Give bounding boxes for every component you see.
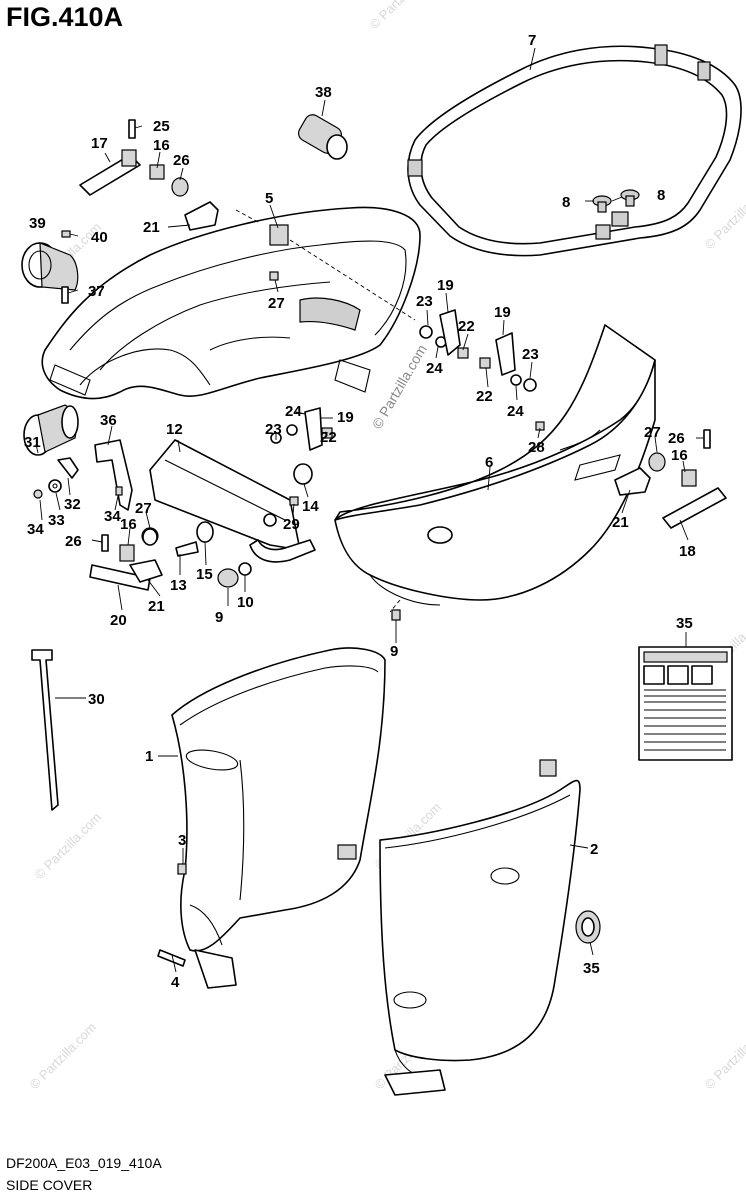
callout-38: 39	[29, 215, 46, 232]
part-12-bracket	[149, 439, 316, 563]
callout-31: 34	[27, 521, 44, 538]
callout-22: 22	[458, 318, 475, 335]
callout-5: 5	[265, 190, 273, 207]
part-5-rear-cover	[41, 206, 421, 400]
callout-24-c: 24	[285, 403, 302, 420]
part-8-caps	[592, 189, 640, 213]
figure-title: FIG.410A	[6, 2, 124, 32]
callout-27: 27	[268, 295, 285, 312]
part-28-grommet	[23, 404, 79, 456]
callout-14: 14	[302, 498, 319, 515]
callout-22-c: 22	[320, 429, 337, 446]
callout-28: 31	[24, 434, 41, 451]
callout-2: 2	[590, 841, 598, 858]
callout-32: 30	[88, 691, 105, 708]
callout-16-b: 16	[120, 516, 137, 533]
callout-8-b: 8	[657, 187, 665, 204]
callout-34: 34	[104, 508, 121, 525]
callout-4: 4	[171, 974, 180, 991]
part-38-grommet	[21, 242, 79, 291]
part-37-grommet	[298, 114, 348, 160]
part-2-right-lower-cover	[379, 759, 581, 1096]
callout-24-b: 24	[507, 403, 524, 420]
watermark: © Partzilla.com	[367, 0, 440, 32]
watermark: © Partzilla.com	[27, 1020, 100, 1093]
callout-7: 7	[528, 32, 536, 49]
part-7-seal	[407, 44, 742, 257]
callout-26: 26	[173, 152, 190, 169]
callout-26-c: 27	[644, 424, 661, 441]
callout-21-c: 21	[612, 514, 629, 531]
part-35-grommet	[575, 910, 601, 944]
part-32-cable-tie	[31, 649, 59, 811]
callout-1: 1	[145, 748, 153, 765]
part-1-left-lower-cover	[171, 647, 386, 989]
callout-40: 40	[91, 229, 108, 246]
callout-21-b: 21	[148, 598, 165, 615]
callout-36: 35	[676, 615, 693, 632]
diagram-code: DF200A_E03_019_410A	[6, 1155, 162, 1171]
callout-11: 10	[237, 594, 254, 611]
diagram-name: SIDE COVER	[6, 1177, 93, 1193]
callout-8: 8	[562, 194, 570, 211]
part-6-right-cover	[334, 324, 656, 606]
callout-19-c: 19	[337, 409, 354, 426]
callout-27-c: 29	[283, 516, 300, 533]
callout-25: 25	[153, 118, 170, 135]
callout-30: 33	[48, 512, 65, 529]
callout-29: 32	[64, 496, 81, 513]
callout-3: 3	[178, 832, 186, 849]
callout-13: 13	[170, 577, 187, 594]
callout-37: 38	[315, 84, 332, 101]
watermark-center: © Partzilla.com	[369, 342, 430, 432]
callout-6: 6	[485, 454, 493, 471]
callout-21: 21	[143, 219, 160, 236]
callout-26-b: 27	[135, 500, 152, 517]
small-hardware	[33, 119, 727, 967]
callout-23-c: 23	[265, 421, 282, 438]
watermark: © Partzilla.com	[702, 1020, 746, 1093]
callout-35: 35	[583, 960, 600, 977]
callout-18: 18	[679, 543, 696, 560]
callout-23: 23	[416, 293, 433, 310]
callout-23-b: 23	[522, 346, 539, 363]
callout-24: 24	[426, 360, 443, 377]
callout-19: 19	[437, 277, 454, 294]
callout-9: 9	[390, 643, 398, 660]
callout-27-b: 28	[528, 439, 545, 456]
callout-22-b: 22	[476, 388, 493, 405]
callout-25-b: 26	[65, 533, 82, 550]
callout-16-c: 16	[671, 447, 688, 464]
callout-39: 37	[88, 283, 105, 300]
callout-16: 16	[153, 137, 170, 154]
callout-15: 15	[196, 566, 213, 583]
watermark: © Partzilla.com	[32, 810, 105, 883]
leader-lines	[35, 47, 704, 973]
callout-33: 36	[100, 412, 117, 429]
part-36-caution-label	[638, 646, 733, 761]
callout-10: 9	[215, 609, 223, 626]
callout-12: 12	[166, 421, 183, 438]
callout-labels: 7 8 8 38 25 17 16 26 21 5 39 40 37 27 23…	[24, 32, 696, 991]
callout-19-b: 19	[494, 304, 511, 321]
callout-25-c: 26	[668, 430, 685, 447]
callout-17: 17	[91, 135, 108, 152]
callout-20: 20	[110, 612, 127, 629]
